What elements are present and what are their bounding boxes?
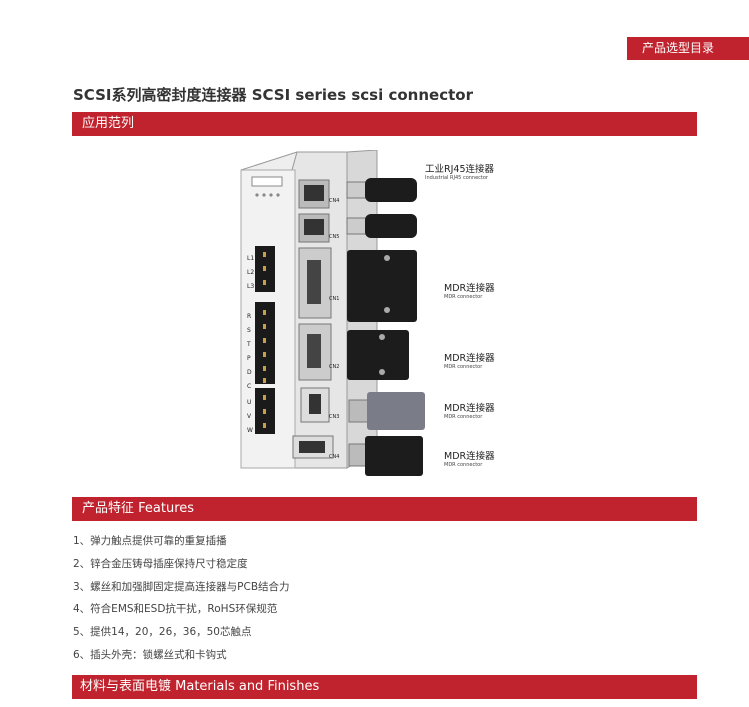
- feature-item: 5、提供14，20，26，36，50芯触点: [73, 626, 252, 639]
- feature-item: 4、符合EMS和ESD抗干扰，RoHS环保规范: [73, 603, 278, 616]
- port-label: CN4: [329, 198, 340, 204]
- port-label: CN5: [329, 234, 340, 240]
- section-header-application: 应用范列: [72, 112, 697, 136]
- page-title: SCSI系列高密封度连接器 SCSI series scsi connector: [73, 86, 473, 104]
- feature-item: 1、弹力触点提供可靠的重复插播: [73, 535, 227, 547]
- catalog-tab[interactable]: 产品选型目录: [627, 37, 749, 60]
- section-header-features: 产品特征 Features: [72, 497, 697, 521]
- feature-item: 3、螺丝和加强脚固定提高连接器与PCB结合力: [73, 580, 290, 593]
- feature-item: 6、插头外壳：锁螺丝式和卡钩式: [73, 648, 227, 661]
- port-label: CN3: [329, 414, 340, 420]
- features-list: 1、弹力触点提供可靠的重复插播 2、锌合金压铸母插座保持尺寸稳定度 3、螺丝和加…: [73, 532, 290, 669]
- servo-drive-illustration: [240, 149, 425, 476]
- section-header-materials: 材料与表面电镀 Materials and Finishes: [72, 675, 697, 699]
- port-label: CN4: [329, 454, 340, 460]
- port-label: CN2: [329, 364, 340, 370]
- port-label: CN1: [329, 296, 340, 302]
- feature-item: 2、锌合金压铸母插座保持尺寸稳定度: [73, 557, 248, 570]
